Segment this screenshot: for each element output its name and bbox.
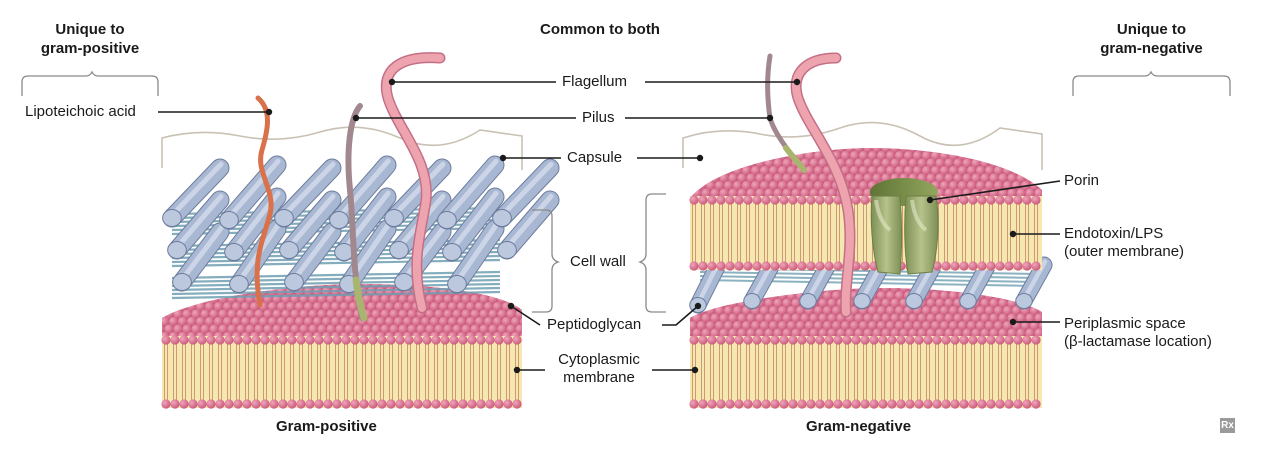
label-peptidoglycan: Peptidoglycan xyxy=(547,316,642,333)
gp-cytoplasmic-bilayer xyxy=(161,335,522,409)
porin-protein xyxy=(870,178,939,275)
bracket-cell-wall-right xyxy=(637,193,666,313)
gn-outer-bilayer xyxy=(689,195,1042,271)
label-periplasmic-line1: Periplasmic space xyxy=(1064,315,1186,332)
leader-peptidoglycan-right xyxy=(662,305,699,326)
peptidoglycan-rod xyxy=(284,222,342,292)
label-periplasmic-line2: (β-lactamase location) xyxy=(1064,333,1212,350)
header-unique-gram-negative-line1: Unique to xyxy=(1116,21,1187,38)
label-cell-wall: Cell wall xyxy=(570,253,626,270)
rx-logo: Rx xyxy=(1220,418,1235,433)
leader-lines xyxy=(158,81,1061,371)
label-endotoxin-lps: Endotoxin/LPS (outer membrane) xyxy=(1064,225,1184,261)
bracket-cell-wall-left xyxy=(532,209,561,313)
peptidoglycan-rod xyxy=(442,187,505,262)
peptidoglycan-rod xyxy=(274,158,342,228)
header-unique-gram-positive: Unique to gram-positive xyxy=(22,20,158,58)
peptidoglycan-rod xyxy=(162,158,230,228)
peptidoglycan-rod xyxy=(329,155,397,230)
label-cytoplasmic-line1: Cytoplasmic xyxy=(558,351,640,368)
peptidoglycan-rod xyxy=(447,219,505,294)
peptidoglycan-rod xyxy=(959,256,997,310)
peptidoglycan-rod xyxy=(799,256,837,310)
peptidoglycan-rod xyxy=(172,222,230,292)
label-endotoxin-line1: Endotoxin/LPS xyxy=(1064,225,1164,242)
peptidoglycan-rod xyxy=(437,155,505,230)
header-common-to-both: Common to both xyxy=(540,21,660,38)
peptidoglycan-rod xyxy=(219,155,287,230)
header-unique-gram-positive-line1: Unique to xyxy=(55,21,125,38)
label-porin: Porin xyxy=(1064,172,1100,189)
peptidoglycan-rod xyxy=(394,222,452,292)
gn-cytoplasmic-bilayer xyxy=(689,335,1042,409)
capsule-outline-gram-negative xyxy=(682,121,1043,170)
gram-positive-envelope xyxy=(161,52,560,409)
label-pilus: Pilus xyxy=(582,109,615,126)
label-cytoplasmic-line2: membrane xyxy=(563,369,635,386)
leader-porin xyxy=(929,180,1061,201)
header-unique-gram-positive-line2: gram-positive xyxy=(40,40,140,57)
leader-dots xyxy=(265,78,1017,374)
bracket-unique-gram-positive xyxy=(21,70,159,96)
peptidoglycan-rod xyxy=(279,190,342,260)
header-unique-gram-negative-line2: gram-negative xyxy=(1100,40,1203,57)
header-unique-gram-negative: Unique to gram-negative xyxy=(1073,20,1230,58)
title-gram-negative: Gram-negative xyxy=(806,418,912,435)
label-endotoxin-line2: (outer membrane) xyxy=(1064,243,1185,260)
label-capsule: Capsule xyxy=(567,149,623,166)
title-gram-positive: Gram-positive xyxy=(276,418,377,435)
label-periplasmic-space: Periplasmic space (β-lactamase location) xyxy=(1064,315,1212,351)
lipoteichoic-acid-strand xyxy=(254,95,274,308)
peptidoglycan-rod xyxy=(497,190,560,260)
gn-inner-membrane-surface xyxy=(690,288,1042,340)
peptidoglycan-rod xyxy=(167,190,230,260)
peptidoglycan-rod xyxy=(384,158,452,228)
bracket-unique-gram-negative xyxy=(1072,70,1231,96)
peptidoglycan-rod xyxy=(492,158,560,228)
label-cytoplasmic-membrane: Cytoplasmic membrane xyxy=(550,351,648,387)
gram-negative-envelope xyxy=(689,52,1053,409)
label-lipoteichoic-acid: Lipoteichoic acid xyxy=(25,103,136,120)
capsule-outline-gram-positive xyxy=(161,126,523,170)
leader-peptidoglycan-left xyxy=(510,305,541,326)
label-flagellum: Flagellum xyxy=(562,73,628,90)
